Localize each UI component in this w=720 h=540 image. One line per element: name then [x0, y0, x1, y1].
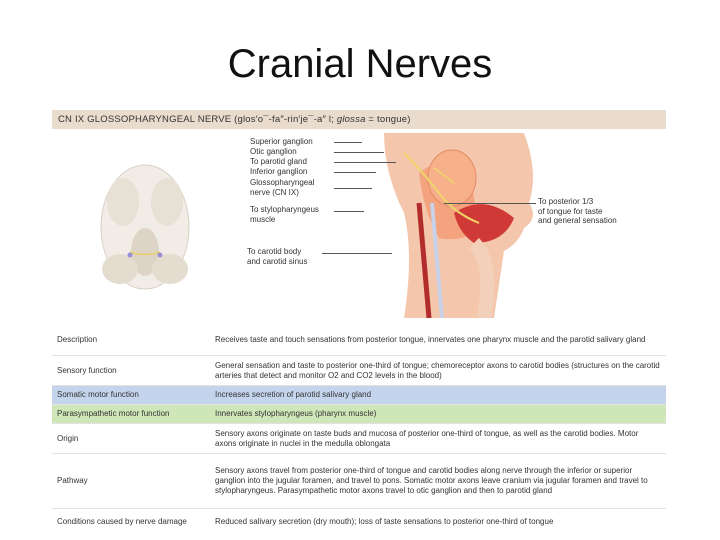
label-stylopharyngeus-line2: muscle [250, 214, 276, 224]
leader-glossopharyngeal-nerve [334, 188, 372, 189]
row-key: Somatic motor function [52, 385, 210, 405]
slide-title: Cranial Nerves [227, 42, 493, 86]
label-to-stylopharyngeus: To stylopharyngeus muscle [250, 205, 319, 224]
label-inferior-ganglion: Inferior ganglion [250, 167, 308, 176]
leader-superior-ganglion [334, 142, 362, 143]
table-row: Pathway Sensory axons travel from poster… [52, 453, 666, 509]
label-stylopharyngeus-line1: To stylopharyngeus [250, 205, 319, 214]
label-posterior-line1: To posterior 1/3 [538, 197, 594, 206]
label-superior-ganglion: Superior ganglion [250, 137, 313, 146]
label-to-parotid-gland: To parotid gland [250, 157, 307, 166]
header-suffix: = tongue) [368, 114, 411, 125]
leader-to-posterior-tongue [444, 203, 536, 204]
label-carotid-line1: To carotid body [247, 247, 302, 256]
header-italic: glossa [336, 114, 366, 125]
row-value: General sensation and taste to posterior… [210, 355, 666, 386]
table-row: Conditions caused by nerve damage Reduce… [52, 508, 666, 535]
table-row: Origin Sensory axons originate on taste … [52, 423, 666, 454]
row-value: Sensory axons originate on taste buds an… [210, 423, 666, 454]
label-glossopharyngeal-line2: nerve (CN IX) [250, 187, 299, 197]
header-prefix: CN IX GLOSSOPHARYNGEAL NERVE (glos′o¯-fa… [58, 114, 335, 125]
row-key: Origin [52, 423, 210, 454]
leader-to-parotid-gland [334, 162, 396, 163]
row-key: Sensory function [52, 355, 210, 386]
row-value: Reduced salivary secretion (dry mouth); … [210, 508, 666, 535]
label-carotid-line2: and carotid sinus [247, 256, 308, 266]
table-row: Parasympathetic motor function Innervate… [52, 404, 666, 424]
leader-inferior-ganglion [334, 172, 376, 173]
label-posterior-line2: of tongue for taste [538, 206, 603, 216]
nerve-header: CN IX GLOSSOPHARYNGEAL NERVE (glos′o¯-fa… [52, 110, 666, 129]
row-key: Description [52, 324, 210, 356]
row-value: Sensory axons travel from posterior one-… [210, 453, 666, 509]
leader-otic-ganglion [334, 152, 384, 153]
label-to-carotid-body: To carotid body and carotid sinus [247, 247, 307, 266]
label-posterior-line3: and general sensation [538, 216, 617, 225]
row-value: Increases secretion of parotid salivary … [210, 385, 666, 405]
nerve-info-table: Description Receives taste and touch sen… [52, 324, 666, 535]
leader-to-carotid-body [322, 253, 392, 254]
row-value: Receives taste and touch sensations from… [210, 324, 666, 356]
table-row: Sensory function General sensation and t… [52, 355, 666, 386]
row-value: Innervates stylopharyngeus (pharynx musc… [210, 404, 666, 424]
leader-to-stylopharyngeus [334, 211, 364, 212]
row-key: Pathway [52, 453, 210, 509]
head-neck-illustration [384, 133, 533, 318]
label-glossopharyngeal-nerve: Glossopharyngeal nerve (CN IX) [250, 178, 314, 197]
row-key: Parasympathetic motor function [52, 404, 210, 424]
table-row: Somatic motor function Increases secreti… [52, 385, 666, 405]
row-key: Conditions caused by nerve damage [52, 508, 210, 535]
anatomy-figure: Superior ganglion Otic ganglion To parot… [52, 129, 666, 318]
label-otic-ganglion: Otic ganglion [250, 147, 297, 156]
brain-illustration [100, 164, 190, 290]
label-glossopharyngeal-line1: Glossopharyngeal [250, 178, 315, 187]
table-row: Description Receives taste and touch sen… [52, 324, 666, 356]
label-to-posterior-tongue: To posterior 1/3 of tongue for taste and… [538, 197, 617, 226]
